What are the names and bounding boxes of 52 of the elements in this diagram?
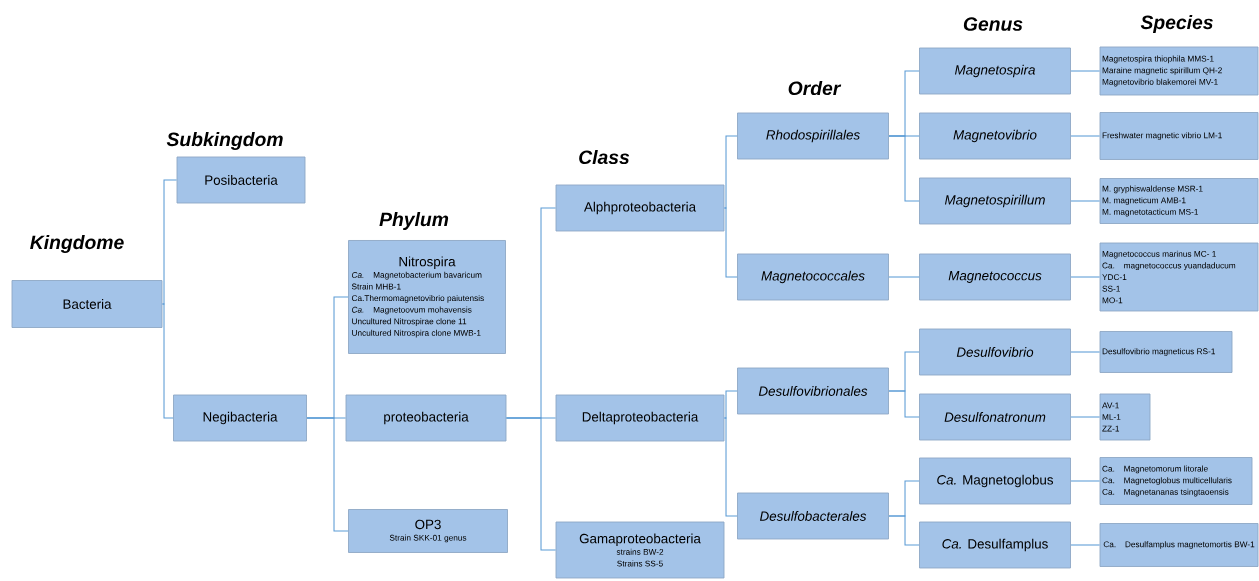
connector-line xyxy=(1070,480,1101,482)
taxon-box: Magnetospirillum xyxy=(919,177,1071,225)
taxon-box: proteobacteria xyxy=(345,394,507,442)
connector-line xyxy=(1070,200,1101,202)
connector-line xyxy=(505,417,557,551)
species-box: Ca. Desulfamplus magnetomortis BW-1 xyxy=(1099,523,1259,567)
connector-line xyxy=(723,417,738,517)
taxon-box: Magnetospira xyxy=(919,47,1071,95)
taxon-box: Desulfonatronum xyxy=(919,393,1071,441)
species-box: Freshwater magnetic vibrio LM-1 xyxy=(1099,112,1259,160)
connector-line xyxy=(888,276,920,278)
connector-line xyxy=(161,179,178,305)
connector-line xyxy=(1070,135,1101,137)
connector-line xyxy=(1070,416,1101,418)
species-box: Magnetospira thiophila MMS-1 Maraine magnetic spirillum QH-2 Magnetovibrio blakemorei MV-1 xyxy=(1099,46,1259,96)
connector-line xyxy=(306,417,349,532)
connector-line xyxy=(1070,544,1101,546)
taxon-box: Bacteria xyxy=(11,280,163,328)
level-heading: Kingdome xyxy=(30,235,124,253)
connector-line xyxy=(888,135,920,202)
taxon-box: Deltaproteobacteria xyxy=(555,394,725,442)
taxon-box: OP3 Strain SKK-01 genus xyxy=(348,509,508,553)
connector-line xyxy=(888,390,920,418)
taxon-box: Desulfovibrio xyxy=(919,328,1071,376)
taxon-box: Gamaproteobacteria strains BW-2 Strains SS-5 xyxy=(555,521,725,579)
species-box: Magnetococcus marinus MC- 1 Ca. magnetococcus yuandaducum YDC-1 SS-1 MO-1 xyxy=(1099,242,1259,312)
connector-line xyxy=(723,135,738,209)
level-heading: Order xyxy=(788,80,842,96)
taxon-box: Magnetovibrio xyxy=(919,112,1071,160)
connector-line xyxy=(1070,70,1101,72)
species-box: Desulfovibrio magneticus RS-1 xyxy=(1099,331,1233,373)
taxon-box: Magnetococcales xyxy=(737,253,889,301)
taxon-box: Ca. Desulfamplus xyxy=(919,521,1071,569)
taxon-box: Magnetococcus xyxy=(919,253,1071,301)
taxon-box: Ca. Magnetoglobus xyxy=(919,457,1071,505)
connector-line xyxy=(723,390,738,419)
species-box: M. gryphiswaldense MSR-1 M. magneticum AMB-1 M. magnetotacticum MS-1 xyxy=(1099,178,1259,224)
taxon-box: Desulfovibrionales xyxy=(737,367,889,415)
species-box: AV-1 ML-1 ZZ-1 xyxy=(1099,393,1151,441)
taxon-box: Negibacteria xyxy=(173,394,307,442)
species-box: Ca. Magnetomorum litorale Ca. Magnetoglobus multicellularis Ca. Magnetananas tsingtaoensis xyxy=(1099,457,1253,505)
connector-line xyxy=(1070,351,1101,353)
taxon-box: Rhodospirillales xyxy=(737,112,889,160)
taxon-box: Nitrospira Ca. Magnetobacterium bavaricum Strain MHB-1 Ca.Thermomagnetovibrio paiutensis Ca. Magnetoovum mohavensis Uncultured Nitrospirae clone 11 Uncultured Nitrospira clone MWB-1 xyxy=(348,240,506,354)
taxon-box: Desulfobacterales xyxy=(737,492,889,540)
taxon-box: Alphproteobacteria xyxy=(555,184,725,232)
connector-line xyxy=(723,207,738,278)
level-heading: Class xyxy=(579,149,630,165)
connector-line xyxy=(161,303,174,419)
connector-line xyxy=(888,515,920,546)
taxon-box: Posibacteria xyxy=(176,156,306,204)
connector-line xyxy=(1070,276,1101,278)
